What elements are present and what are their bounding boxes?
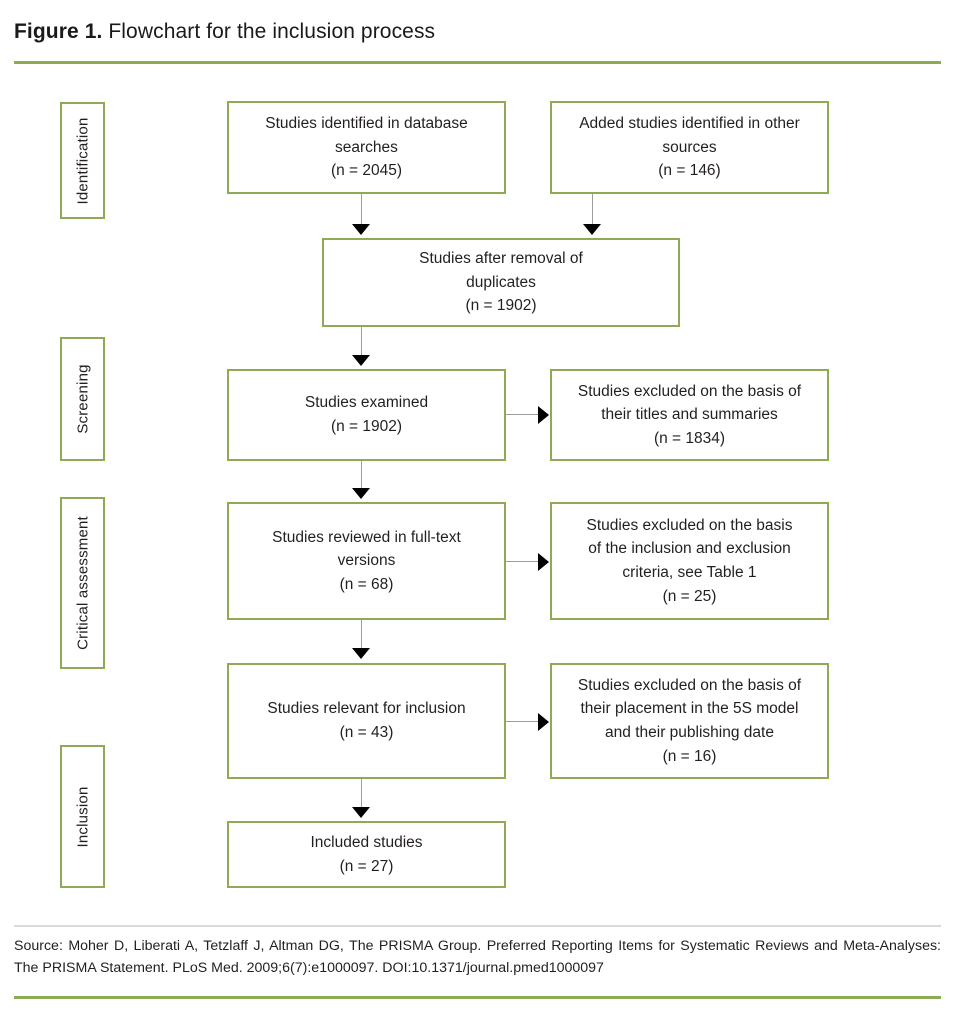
connector-duplicates-to-examined-arrow [352, 355, 370, 366]
node-excluded-titles-text: Studies excluded on the basis of their t… [577, 382, 802, 447]
node-included-text: Included studies (n = 27) [310, 833, 423, 875]
connector-examined-to-fulltext-line [361, 461, 362, 488]
node-fulltext: Studies reviewed in full-text versions (… [227, 502, 506, 620]
connector-duplicates-to-examined-line [361, 327, 362, 355]
connector-examined-to-fulltext-arrow [352, 488, 370, 499]
page-title: Figure 1. Flowchart for the inclusion pr… [14, 20, 435, 44]
connector-fulltext-to-relevant-arrow [352, 648, 370, 659]
node-relevant: Studies relevant for inclusion (n = 43) [227, 663, 506, 779]
node-excluded-5s: Studies excluded on the basis of their p… [550, 663, 829, 779]
connector-relevant-to-excluded-5s-arrow [538, 713, 549, 731]
node-db-search: Studies identified in database searches … [227, 101, 506, 194]
stage-label-inclusion: Inclusion [60, 745, 105, 888]
node-fulltext-text: Studies reviewed in full-text versions (… [272, 528, 461, 593]
node-relevant-text: Studies relevant for inclusion (n = 43) [267, 700, 466, 741]
stage-label-identification: Identification [60, 102, 105, 219]
connector-fulltext-to-excluded-criteria-arrow [538, 553, 549, 571]
node-after-duplicates: Studies after removal of duplicates (n =… [322, 238, 680, 327]
stage-label-screening: Screening [60, 337, 105, 461]
node-other-sources-text: Added studies identified in other source… [579, 115, 800, 180]
node-excluded-5s-text: Studies excluded on the basis of their p… [577, 676, 802, 765]
connector-examined-to-excluded-titles-line [506, 414, 539, 415]
figure-label: Figure 1. [14, 20, 103, 43]
connector-fulltext-to-excluded-criteria-line [506, 561, 539, 562]
connector-relevant-to-included-arrow [352, 807, 370, 818]
connector-db-search-to-duplicates-arrow [352, 224, 370, 235]
connector-other-sources-to-duplicates-arrow [583, 224, 601, 235]
bottom-rule [14, 996, 941, 999]
connector-relevant-to-included-line [361, 779, 362, 807]
node-other-sources: Added studies identified in other source… [550, 101, 829, 194]
node-included: Included studies (n = 27) [227, 821, 506, 888]
stage-label-identification-text: Identification [74, 116, 91, 205]
node-after-duplicates-text: Studies after removal of duplicates (n =… [419, 250, 583, 315]
top-rule [14, 61, 941, 64]
stage-label-critical-assessment-text: Critical assessment [74, 516, 91, 650]
stage-label-critical-assessment: Critical assessment [60, 497, 105, 669]
figure-caption: Flowchart for the inclusion process [102, 20, 436, 43]
stage-label-inclusion-text: Inclusion [74, 785, 91, 848]
node-excluded-criteria: Studies excluded on the basis of the inc… [550, 502, 829, 620]
stage-label-screening-text: Screening [74, 364, 91, 434]
node-db-search-text: Studies identified in database searches … [265, 115, 468, 180]
source-divider [14, 925, 941, 927]
connector-db-search-to-duplicates-line [361, 194, 362, 224]
connector-examined-to-excluded-titles-arrow [538, 406, 549, 424]
connector-other-sources-to-duplicates-line [592, 194, 593, 224]
source-note: Source: Moher D, Liberati A, Tetzlaff J,… [14, 938, 941, 976]
connector-relevant-to-excluded-5s-line [506, 721, 539, 722]
node-examined-text: Studies examined (n = 1902) [304, 394, 429, 435]
node-excluded-criteria-text: Studies excluded on the basis of the inc… [586, 516, 793, 605]
connector-fulltext-to-relevant-line [361, 620, 362, 648]
node-examined: Studies examined (n = 1902) [227, 369, 506, 461]
node-excluded-titles: Studies excluded on the basis of their t… [550, 369, 829, 461]
